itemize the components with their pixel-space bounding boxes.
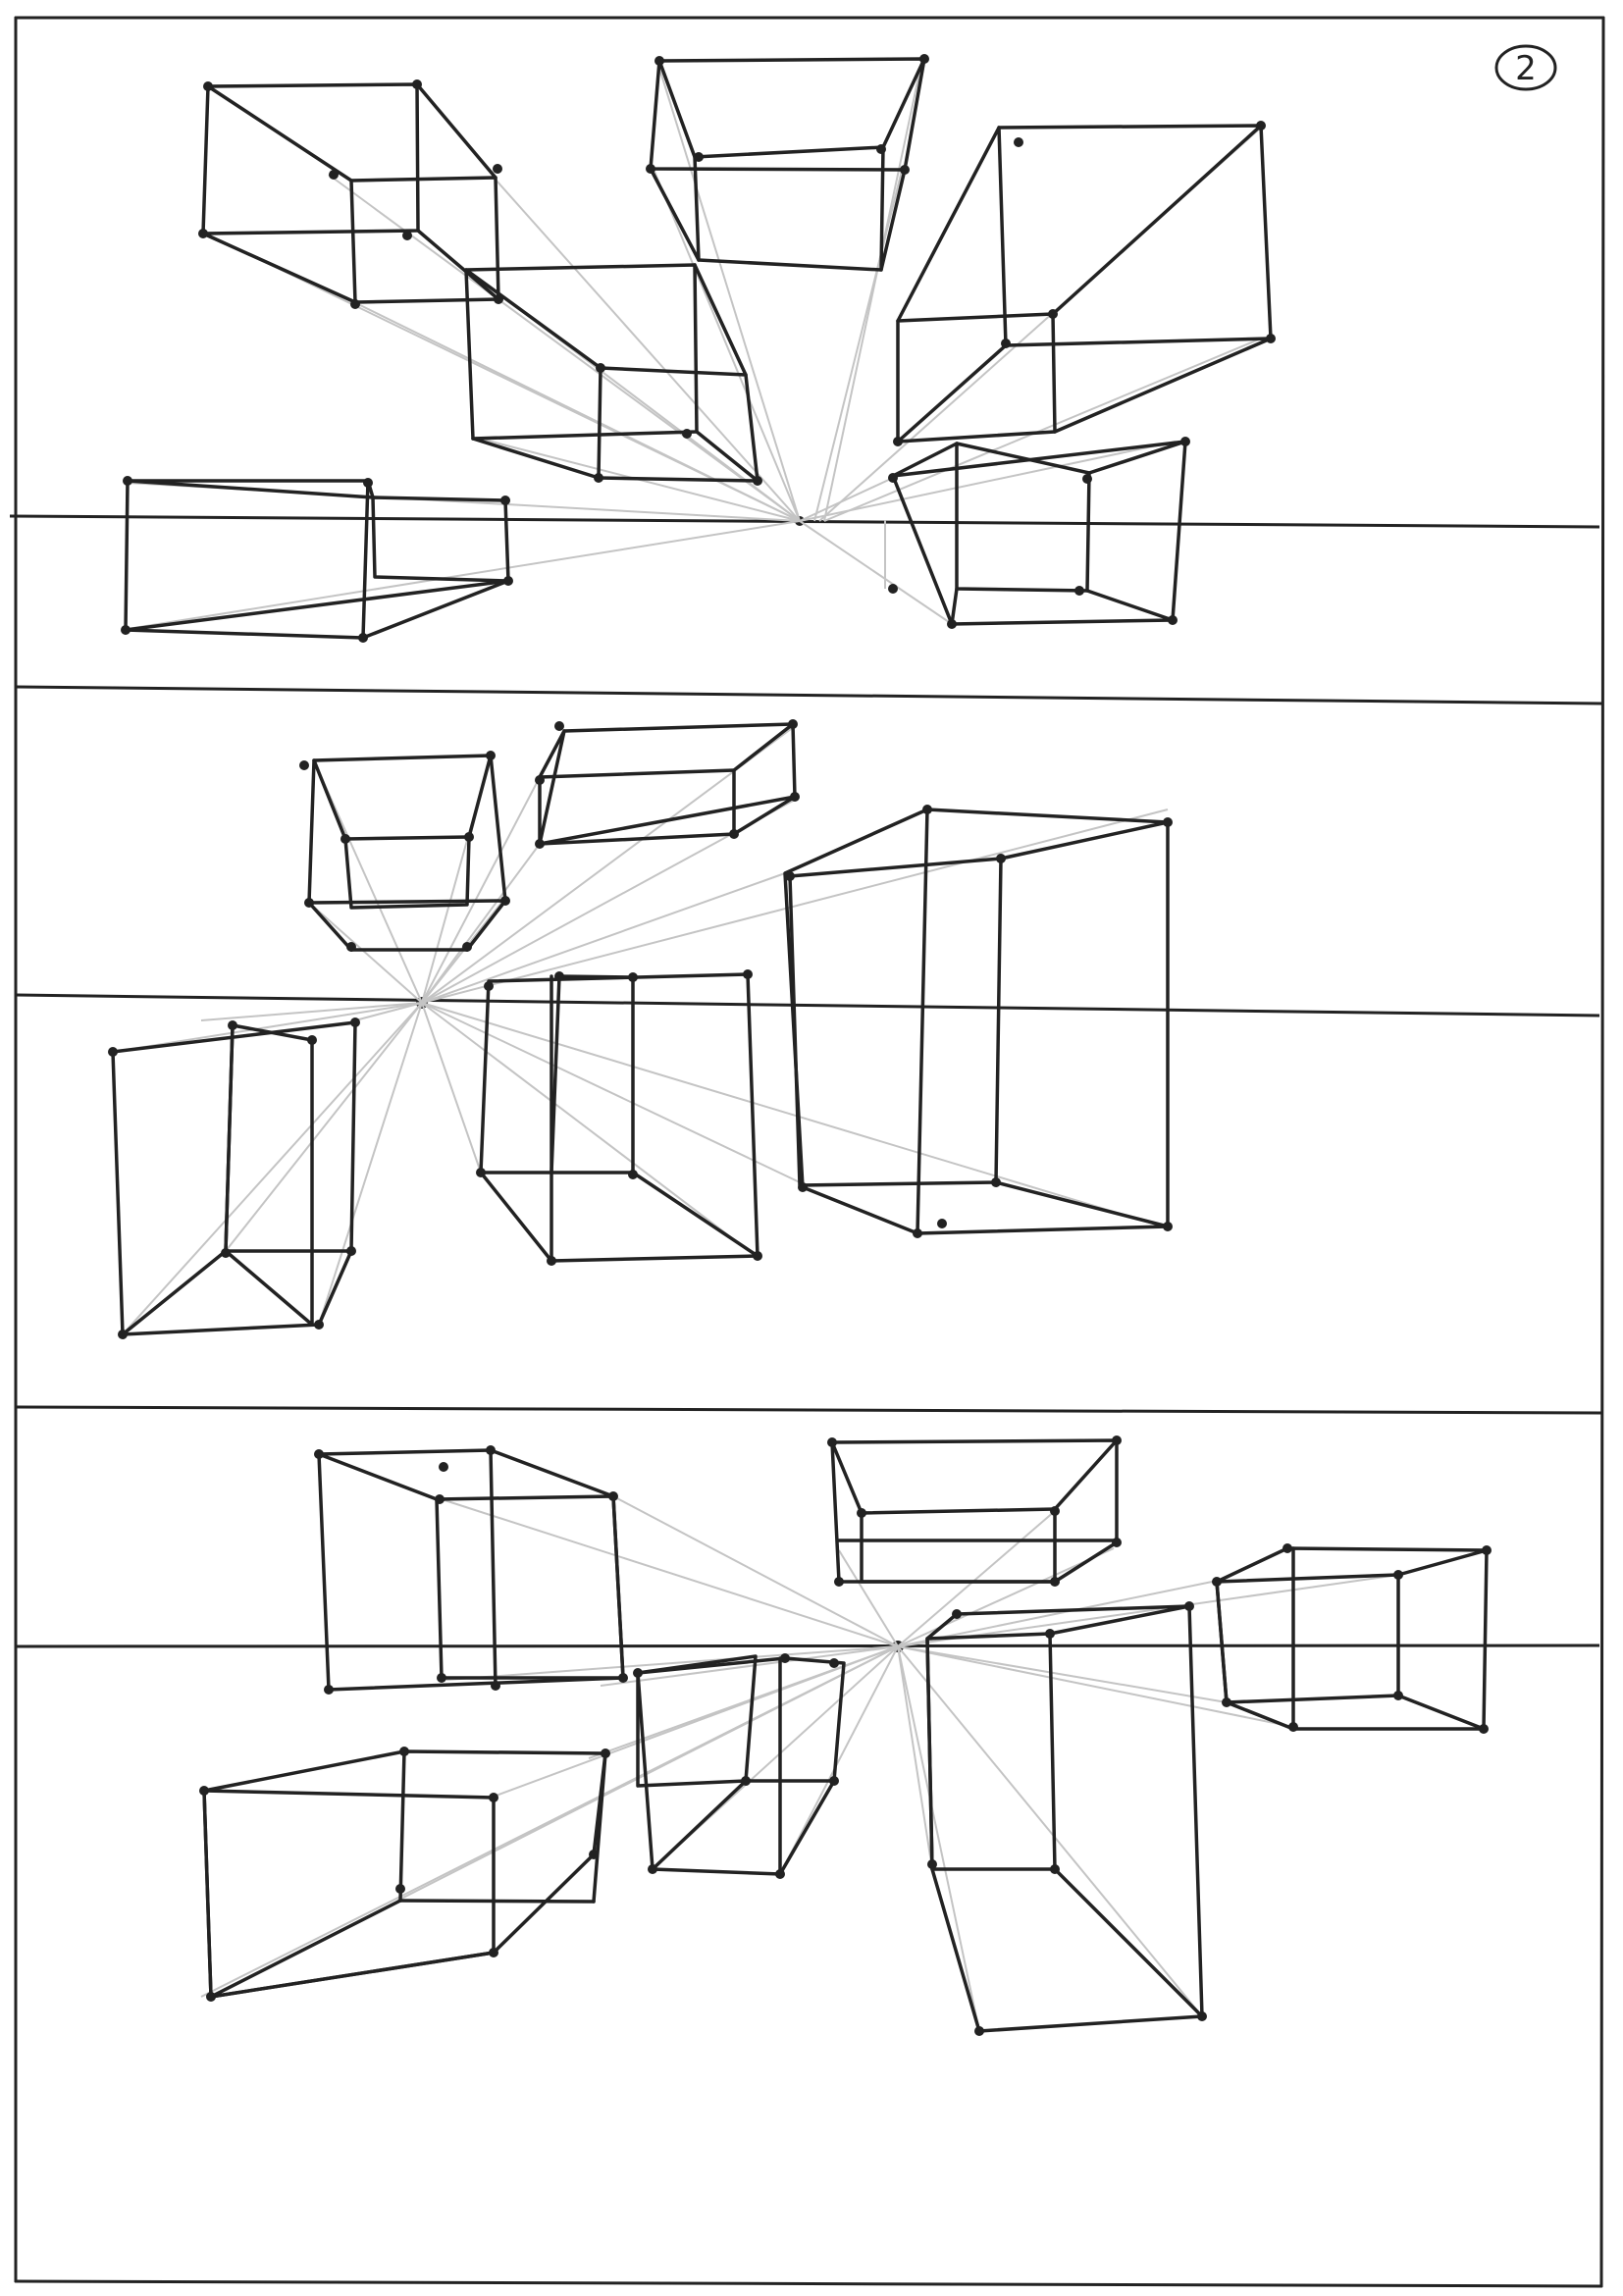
page-number-text: 2 bbox=[1515, 49, 1537, 88]
box-m bbox=[830, 1438, 1119, 1584]
box-c bbox=[649, 57, 926, 272]
box-k bbox=[111, 1020, 357, 1336]
box-j bbox=[479, 972, 759, 1263]
vertex-dots bbox=[108, 719, 1173, 1339]
panel-2 bbox=[15, 719, 1600, 1339]
horizon-line bbox=[15, 1644, 1600, 1648]
box-g bbox=[307, 754, 507, 952]
panel-1 bbox=[9, 54, 1600, 643]
panel-3 bbox=[15, 1435, 1600, 2036]
box-l bbox=[317, 1448, 625, 1692]
box-b bbox=[464, 263, 759, 483]
box-q bbox=[202, 1749, 607, 1999]
box-d bbox=[896, 124, 1273, 444]
boxes bbox=[111, 722, 1170, 1336]
vertex-dots bbox=[121, 54, 1276, 643]
box-f bbox=[891, 440, 1187, 626]
page-number: 2 bbox=[1494, 44, 1557, 91]
box-a bbox=[201, 82, 500, 304]
boxes bbox=[202, 1438, 1489, 2033]
vertex-dots bbox=[199, 1435, 1492, 2036]
horizon-line bbox=[9, 514, 1600, 529]
boxes bbox=[124, 57, 1273, 640]
perspective-guides bbox=[200, 1495, 1399, 2032]
box-h bbox=[538, 722, 797, 846]
horizon-line bbox=[15, 993, 1600, 1018]
page-border bbox=[14, 16, 1605, 2288]
box-e bbox=[124, 479, 510, 640]
perspective-guides bbox=[112, 725, 1169, 1335]
box-n bbox=[1215, 1546, 1489, 1731]
